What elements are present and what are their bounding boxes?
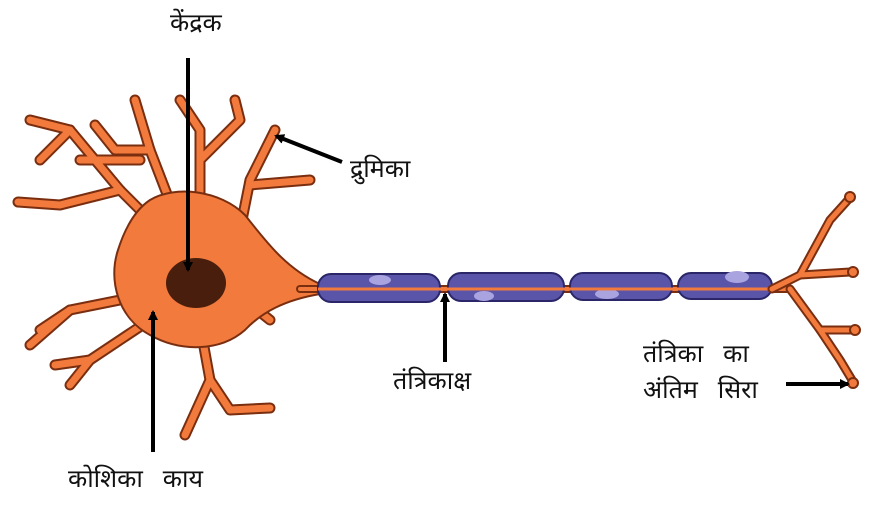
label-nerve-ending-line1: तंत्रिका का [643,339,749,368]
arrow-dendrite [274,134,343,164]
terminal-bulb [847,377,859,389]
terminal-bulb [844,191,856,203]
myelin-segment [447,272,565,302]
axon-terminal [767,191,861,389]
label-dendrite: द्रुमिका [350,154,411,183]
node-spot [369,275,391,285]
terminal-bulb [847,266,859,278]
terminal-bulb [849,324,861,336]
label-cell-body: कोशिका काय [68,464,203,493]
nucleus [166,258,226,308]
myelin-segment [677,272,773,300]
label-nerve-ending: तंत्रिका का अंतिम सिरा [643,336,803,408]
label-nucleus: केंद्रक [170,8,222,37]
myelin-segment [569,272,673,301]
node-spot [725,271,749,283]
pointer-arrows [148,58,850,452]
node-spot [474,291,494,301]
label-axon: तंत्रिकाक्ष [393,366,472,395]
myelin-sheath [317,271,773,303]
node-spot [595,289,619,299]
label-nerve-ending-line2: अंतिम सिरा [643,375,758,404]
